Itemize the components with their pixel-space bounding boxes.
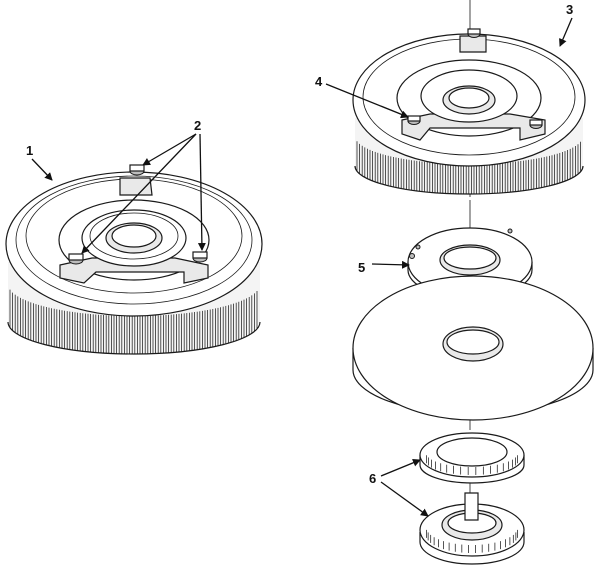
bristle-insert-upper xyxy=(419,432,525,484)
pad-driver-disk xyxy=(352,275,594,421)
callout-6: 6 xyxy=(369,458,429,517)
svg-text:2: 2 xyxy=(194,118,201,133)
bolt-right-right xyxy=(529,119,543,129)
svg-text:1: 1 xyxy=(26,143,33,158)
callout-5: 5 xyxy=(358,260,410,275)
svg-text:5: 5 xyxy=(358,260,365,275)
bolt-left-right xyxy=(192,251,208,263)
bolt-left-left xyxy=(68,253,84,265)
callout-1: 1 xyxy=(26,143,53,181)
bolt-right-left xyxy=(407,115,421,125)
assembled-brush xyxy=(5,164,263,355)
exploded-brush xyxy=(352,28,586,195)
bristle-insert-lower xyxy=(419,492,525,565)
svg-text:6: 6 xyxy=(369,471,376,486)
svg-text:3: 3 xyxy=(566,2,573,17)
callout-2: 2 xyxy=(81,118,206,254)
callout-4: 4 xyxy=(315,74,409,119)
svg-text:4: 4 xyxy=(315,74,323,89)
callout-3: 3 xyxy=(559,2,573,47)
bolt-right-top xyxy=(467,28,481,38)
bolt-left-top xyxy=(129,164,145,176)
